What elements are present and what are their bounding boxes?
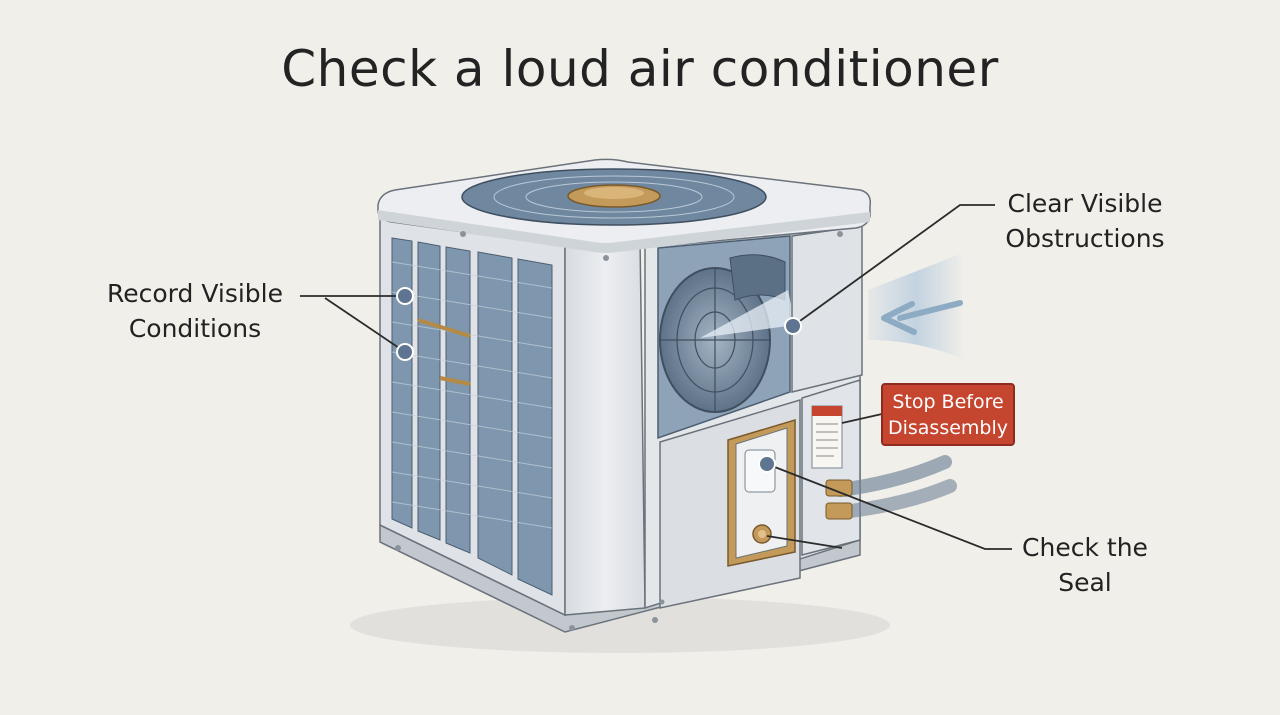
airflow-beam xyxy=(700,290,795,338)
callout-stop-line2: Disassembly xyxy=(887,417,1009,439)
left-grille xyxy=(391,237,553,596)
callout-stop-before-disassembly: Stop Before Disassembly xyxy=(881,383,1015,446)
marker-dots xyxy=(396,287,802,473)
fan-icon xyxy=(659,254,786,413)
callout-check-seal: Check the Seal xyxy=(1010,530,1160,600)
airflow-arrow-icon xyxy=(868,252,965,360)
debris-mark xyxy=(417,318,471,338)
brass-valve xyxy=(752,524,772,544)
callout-clear-obstructions: Clear Visible Obstructions xyxy=(995,186,1175,256)
top-fan-grille xyxy=(461,168,767,226)
callout-record-line2: Conditions xyxy=(128,314,262,343)
callout-record-conditions: Record Visible Conditions xyxy=(95,276,295,346)
callout-seal-line1: Check the xyxy=(1022,533,1148,562)
leader-lines xyxy=(300,204,1012,550)
page-title: Check a loud air conditioner xyxy=(281,40,999,98)
refrigerant-lines xyxy=(825,455,957,520)
unit-top-rim xyxy=(378,210,870,253)
warning-label-icon xyxy=(811,405,843,469)
unit-corner-post xyxy=(564,237,646,616)
upper-side-panel xyxy=(791,225,863,393)
callout-clear-line1: Clear Visible xyxy=(1007,189,1163,218)
callout-record-line1: Record Visible xyxy=(107,279,283,308)
grille-fins xyxy=(391,261,553,529)
marker-grille-top xyxy=(396,287,414,305)
callout-stop-line1: Stop Before xyxy=(892,391,1004,413)
marker-seal xyxy=(758,455,776,473)
debris-mark xyxy=(439,376,471,386)
marker-fan-obstruction xyxy=(784,317,802,335)
unit-shadow xyxy=(350,597,890,653)
callout-seal-line2: Seal xyxy=(1058,568,1112,597)
callout-clear-line2: Obstructions xyxy=(1005,224,1165,253)
seal-housing xyxy=(727,418,796,567)
panel-screws xyxy=(395,231,843,631)
marker-grille-bottom xyxy=(396,343,414,361)
